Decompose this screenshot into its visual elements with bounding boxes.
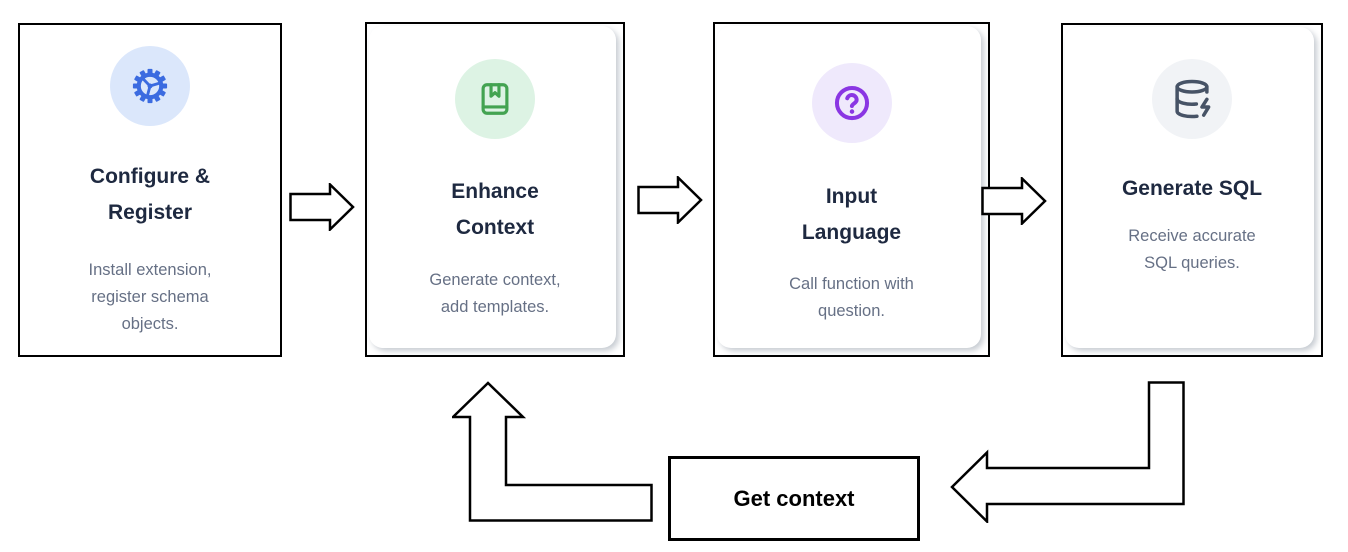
step-title: Configure & Register xyxy=(89,165,211,224)
gear-icon xyxy=(132,68,168,104)
database-zap-icon xyxy=(1175,79,1211,119)
icon-circle xyxy=(110,46,190,126)
step-description: Call function with question. xyxy=(789,275,914,320)
arrow-right-icon xyxy=(289,183,355,231)
icon-circle xyxy=(811,63,892,143)
step-title: Input Language xyxy=(801,185,902,244)
book-bookmark-icon xyxy=(481,83,509,115)
arrow-right-icon xyxy=(637,176,703,224)
step-card-input-language: Input Language Call function with questi… xyxy=(713,22,990,357)
get-context-box: Get context xyxy=(668,456,920,541)
arrow-right-icon xyxy=(981,177,1047,225)
step-card-enhance-context: Enhance Context Generate context, add te… xyxy=(365,22,625,357)
icon-circle xyxy=(1152,59,1232,139)
step-description: Generate context, add templates. xyxy=(429,271,561,316)
step-title: Generate SQL xyxy=(1121,177,1263,200)
step-description: Receive accurate SQL queries. xyxy=(1128,227,1256,272)
icon-circle xyxy=(455,59,535,139)
loop-arrow-up-icon xyxy=(452,381,653,522)
get-context-label: Get context xyxy=(733,485,855,511)
help-circle-icon xyxy=(834,85,869,121)
loop-arrow-down-left-icon xyxy=(950,381,1185,523)
step-card-configure-register: Configure & Register Install extension, … xyxy=(18,23,282,357)
step-card-generate-sql: Generate SQL Receive accurate SQL querie… xyxy=(1061,23,1323,357)
step-description: Install extension, register schema objec… xyxy=(88,261,212,333)
step-title: Enhance Context xyxy=(451,180,539,239)
